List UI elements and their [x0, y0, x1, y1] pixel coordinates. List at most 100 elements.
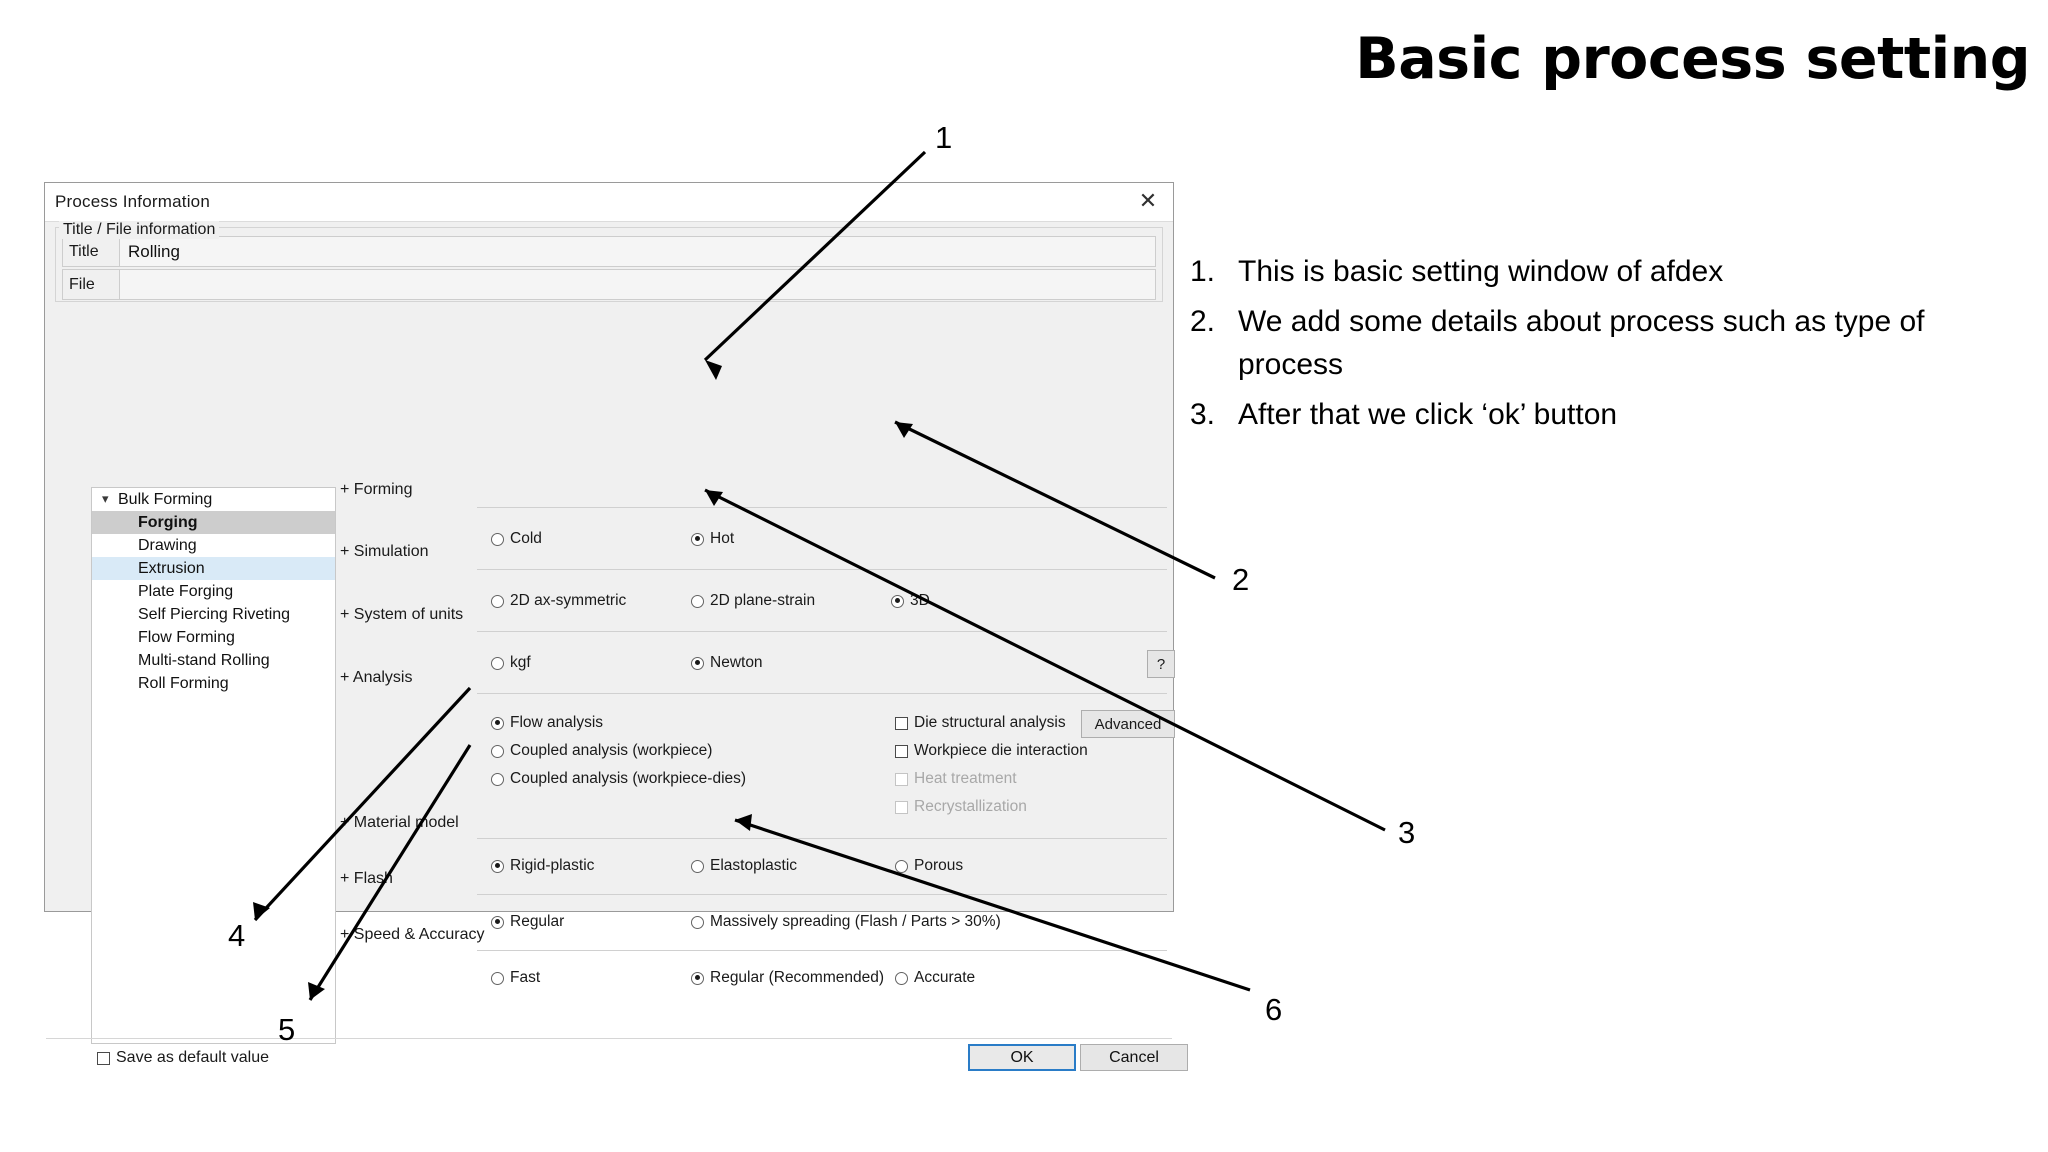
footer-divider	[46, 1038, 1172, 1039]
tree-item-extrusion[interactable]: Extrusion	[92, 557, 335, 580]
tree-root-bulk-forming[interactable]: ▾ Bulk Forming	[92, 488, 335, 511]
radio-2d-ax-symmetric-label: 2D ax-symmetric	[510, 592, 627, 609]
section-simulation[interactable]: + Simulation	[340, 543, 429, 560]
section-system-of-units[interactable]: + System of units	[340, 606, 464, 623]
radio-2d-plane-strain[interactable]: 2D plane-strain	[691, 592, 815, 610]
radio-dot-icon	[491, 859, 504, 873]
list-item-number: 3.	[1190, 397, 1216, 431]
chevron-down-icon[interactable]: ▾	[102, 492, 109, 507]
radio-flow-analysis[interactable]: Flow analysis	[491, 714, 603, 732]
radio-accurate-label: Accurate	[914, 969, 976, 986]
checkbox-box-icon	[895, 716, 908, 730]
radio-newton[interactable]: Newton	[691, 654, 763, 672]
callout-4: 4	[228, 918, 246, 953]
flash-row: Regular Massively spreading (Flash / Par…	[477, 894, 1167, 951]
radio-coupled-workpiece-dies-label: Coupled analysis (workpiece-dies)	[510, 770, 747, 787]
radio-dot-icon	[491, 716, 504, 730]
file-label: File	[62, 269, 120, 300]
section-speed-accuracy[interactable]: + Speed & Accuracy	[340, 926, 485, 943]
radio-fast-label: Fast	[510, 969, 541, 986]
radio-kgf-label: kgf	[510, 654, 531, 671]
forming-row: Cold Hot	[477, 507, 1167, 570]
tree-item-forging[interactable]: Forging	[92, 511, 335, 534]
section-forming[interactable]: + Forming	[340, 481, 413, 498]
list-item-text: After that we click ‘ok’ button	[1238, 397, 1618, 431]
callout-3: 3	[1398, 815, 1416, 850]
file-input[interactable]	[120, 269, 1156, 300]
list-item-text: This is basic setting window of afdex	[1238, 255, 1724, 288]
analysis-row: Flow analysis Coupled analysis (workpiec…	[477, 693, 1175, 839]
tree-item-plate-forging[interactable]: Plate Forging	[92, 580, 335, 603]
title-input[interactable]: Rolling	[120, 236, 1156, 267]
radio-hot[interactable]: Hot	[691, 530, 734, 548]
checkbox-die-structural-analysis-label: Die structural analysis	[914, 714, 1066, 731]
checkbox-box-icon	[895, 772, 908, 786]
radio-dot-icon	[491, 971, 504, 985]
radio-fast[interactable]: Fast	[491, 969, 540, 987]
tree-item-roll-forming[interactable]: Roll Forming	[92, 672, 335, 695]
radio-accurate[interactable]: Accurate	[895, 969, 975, 987]
tree-root-label: Bulk Forming	[118, 490, 213, 508]
radio-rigid-plastic[interactable]: Rigid-plastic	[491, 857, 594, 875]
material-model-row: Rigid-plastic Elastoplastic Porous	[477, 838, 1167, 895]
radio-3d-label: 3D	[910, 592, 930, 609]
tree-item-flow-forming[interactable]: Flow Forming	[92, 626, 335, 649]
units-row: kgf Newton ?	[477, 631, 1175, 694]
dialog-titlebar: Process Information ✕	[45, 183, 1173, 222]
radio-2d-ax-symmetric[interactable]: 2D ax-symmetric	[491, 592, 626, 610]
checkbox-workpiece-die-interaction-label: Workpiece die interaction	[914, 742, 1088, 759]
close-icon[interactable]: ✕	[1138, 189, 1158, 214]
file-row: File	[62, 269, 1156, 300]
help-button[interactable]: ?	[1147, 650, 1175, 678]
callout-1: 1	[935, 120, 953, 155]
checkbox-save-as-default-value[interactable]: Save as default value	[97, 1049, 269, 1067]
radio-dot-icon	[691, 971, 704, 985]
speed-accuracy-row: Fast Regular (Recommended) Accurate	[477, 950, 1167, 1011]
radio-dot-icon	[691, 656, 704, 670]
radio-elastoplastic-label: Elastoplastic	[710, 857, 798, 874]
radio-dot-icon	[691, 915, 704, 929]
section-flash[interactable]: + Flash	[340, 870, 393, 887]
section-analysis[interactable]: + Analysis	[340, 669, 413, 686]
tree-item-multi-stand-rolling[interactable]: Multi-stand Rolling	[92, 649, 335, 672]
radio-cold[interactable]: Cold	[491, 530, 542, 548]
radio-coupled-workpiece[interactable]: Coupled analysis (workpiece)	[491, 742, 712, 760]
radio-speed-regular[interactable]: Regular (Recommended)	[691, 969, 884, 987]
radio-flash-regular[interactable]: Regular	[491, 913, 564, 931]
radio-dot-icon	[891, 594, 904, 608]
process-information-dialog: Process Information ✕ Title / File infor…	[44, 182, 1188, 1071]
radio-dot-icon	[895, 859, 908, 873]
radio-dot-icon	[691, 859, 704, 873]
title-file-legend: Title / File information	[59, 221, 220, 239]
checkbox-recrystallization: Recrystallization	[895, 798, 1027, 816]
radio-3d[interactable]: 3D	[891, 592, 930, 610]
radio-elastoplastic[interactable]: Elastoplastic	[691, 857, 797, 875]
list-item: 1. This is basic setting window of afdex	[1190, 250, 2020, 294]
radio-dot-icon	[491, 915, 504, 929]
radio-kgf[interactable]: kgf	[491, 654, 531, 672]
radio-massively-spreading[interactable]: Massively spreading (Flash / Parts > 30%…	[691, 913, 1001, 931]
radio-massively-spreading-label: Massively spreading (Flash / Parts > 30%…	[710, 913, 1001, 930]
checkbox-die-structural-analysis[interactable]: Die structural analysis	[895, 714, 1066, 732]
checkbox-save-as-default-value-label: Save as default value	[116, 1049, 269, 1066]
radio-flash-regular-label: Regular	[510, 913, 565, 930]
radio-flow-analysis-label: Flow analysis	[510, 714, 604, 731]
radio-2d-plane-strain-label: 2D plane-strain	[710, 592, 816, 609]
list-item-number: 2.	[1190, 304, 1216, 338]
tree-item-drawing[interactable]: Drawing	[92, 534, 335, 557]
checkbox-box-icon	[895, 800, 908, 814]
checkbox-box-icon	[97, 1051, 110, 1065]
process-tree[interactable]: ▾ Bulk Forming Forging Drawing Extrusion…	[91, 487, 336, 1044]
section-material-model[interactable]: + Material model	[340, 814, 459, 831]
checkbox-workpiece-die-interaction[interactable]: Workpiece die interaction	[895, 742, 1088, 760]
radio-newton-label: Newton	[710, 654, 763, 671]
list-item-text: We add some details about process such a…	[1238, 304, 1925, 382]
tree-item-self-piercing-riveting[interactable]: Self Piercing Riveting	[92, 603, 335, 626]
checkbox-box-icon	[895, 744, 908, 758]
radio-hot-label: Hot	[710, 530, 735, 547]
radio-porous[interactable]: Porous	[895, 857, 963, 875]
radio-coupled-workpiece-dies[interactable]: Coupled analysis (workpiece-dies)	[491, 770, 746, 788]
advanced-button[interactable]: Advanced	[1081, 710, 1175, 738]
ok-button[interactable]: OK	[968, 1044, 1076, 1071]
cancel-button[interactable]: Cancel	[1080, 1044, 1188, 1071]
